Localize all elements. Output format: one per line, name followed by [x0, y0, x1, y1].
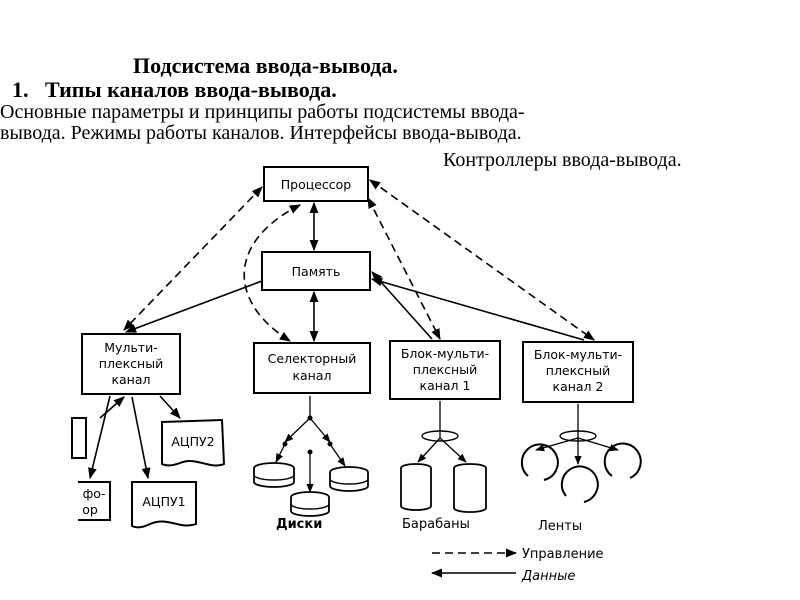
disk-pack-icon [329, 466, 369, 492]
acpu2-printer-icon [161, 418, 226, 467]
multiplex-devices: АЦПУ2 АЦПУ1 фо- ор [71, 395, 226, 529]
memory-box: Память [261, 251, 371, 291]
topics-line-3: Контроллеры ввода-вывода. [443, 149, 682, 171]
fofor-printer-icon [78, 481, 111, 521]
processor-selector-control-link [243, 204, 302, 342]
acpu2-label: АЦПУ2 [171, 434, 214, 449]
block1-label-2: плексный [413, 362, 477, 377]
block2-label-2: плексный [546, 363, 610, 378]
legend: Управление Данные [430, 547, 604, 584]
tape-devices: Ленты [520, 404, 642, 534]
section-heading: 1. Типы каналов ввода-вывода. [12, 77, 337, 103]
block1-label-3: канал 1 [420, 378, 471, 393]
tape-reel-icon [603, 442, 642, 479]
selector-label-1: Селекторный [268, 351, 357, 366]
drum-icon [400, 463, 432, 511]
memory-label: Память [292, 264, 341, 279]
multiplex-label-1: Мульти- [104, 340, 157, 355]
switch-ring-icon [421, 430, 459, 442]
acpu1-printer-icon [131, 481, 197, 529]
selector-channel-box: Селекторный канал [253, 342, 371, 394]
block-multiplex-channel-1-box: Блок-мульти- плексный канал 1 [389, 340, 501, 400]
multiplex-to-acpu2-link [159, 395, 181, 419]
processor-label: Процессор [281, 177, 352, 192]
legend-data-label: Данные [521, 569, 575, 584]
tapes-label: Ленты [538, 519, 582, 534]
block2-label-1: Блок-мульти- [534, 347, 622, 362]
multiplex-channel-box: Мульти- плексный канал [81, 333, 181, 395]
block1-label-1: Блок-мульти- [401, 346, 489, 361]
multiplex-to-fofor-link [88, 395, 111, 480]
multiplex-to-acpu1-link [131, 396, 151, 480]
tape-reel-icon [560, 465, 599, 503]
fofor-label-1: фо- [83, 486, 106, 501]
processor-multiplex-control-link [123, 186, 263, 331]
punch-device-icon [71, 417, 87, 459]
drum-devices: Барабаны [400, 401, 487, 532]
selector-label-2: канал [292, 368, 331, 383]
fofor-label-2: ор [82, 502, 98, 517]
disks-label: Диски [276, 517, 322, 532]
drum-icon [453, 463, 487, 513]
legend-control-label: Управление [522, 547, 604, 562]
processor-block1-control-link [367, 197, 441, 340]
multiplex-to-punch-link [99, 396, 125, 419]
memory-multiplex-data-link [124, 280, 263, 333]
section-title: Типы каналов ввода-вывода. [45, 77, 337, 102]
topics-line-1: Основные параметры и принципы работы под… [0, 101, 525, 123]
disk-pack-icon [290, 491, 330, 517]
disk-pack-icon [253, 462, 295, 488]
topics-line-2: вывода. Режимы работы каналов. Интерфейс… [0, 122, 522, 144]
block-multiplex-channel-2-box: Блок-мульти- плексный канал 2 [522, 341, 634, 403]
acpu1-label: АЦПУ1 [142, 494, 185, 509]
drums-label: Барабаны [402, 517, 470, 532]
tape-reel-icon [520, 443, 559, 481]
multiplex-label-3: канал [111, 372, 150, 387]
block2-label-3: канал 2 [553, 379, 604, 394]
page-title: Подсистема ввода-вывода. [133, 53, 398, 78]
section-number: 1. [12, 77, 29, 102]
processor-box: Процессор [263, 166, 369, 202]
processor-block2-control-link [369, 179, 595, 341]
multiplex-label-2: плексный [99, 356, 163, 371]
disk-devices: Диски [253, 396, 369, 532]
